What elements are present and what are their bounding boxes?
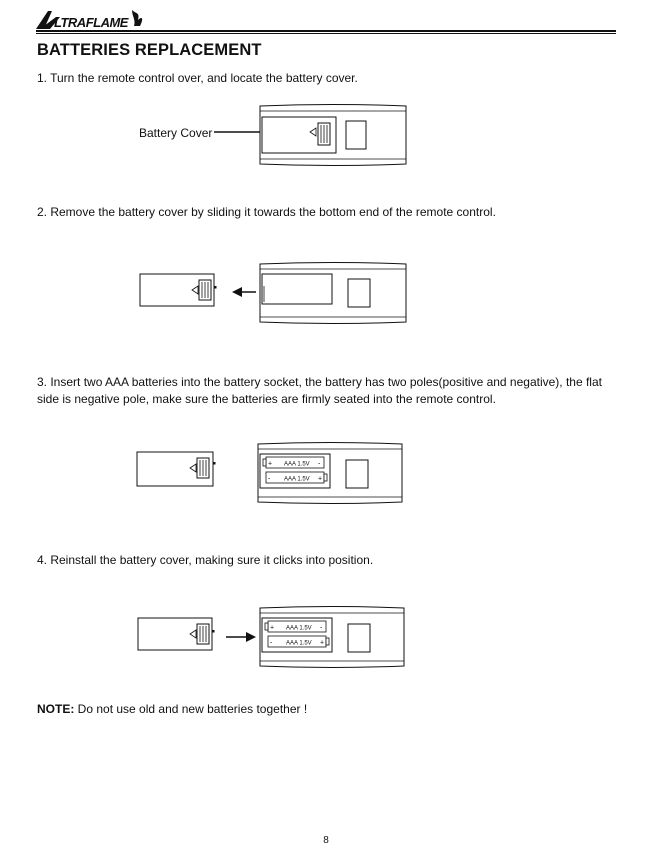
battery-socket xyxy=(261,273,333,305)
detached-battery-cover xyxy=(137,617,213,651)
step-1-text: 1. Turn the remote control over, and loc… xyxy=(37,71,358,85)
battery-bottom-label: AAA 1.5V xyxy=(286,641,312,647)
cover-arrow-icon xyxy=(309,127,317,137)
step-4-text: 4. Reinstall the battery cover, making s… xyxy=(37,553,374,567)
battery-top-plus: + xyxy=(268,461,272,468)
battery-top-minus: - xyxy=(318,461,321,468)
page-title: BATTERIES REPLACEMENT xyxy=(37,41,262,59)
battery-bottom-plus: + xyxy=(318,476,322,483)
remote-window xyxy=(345,459,369,489)
remote-back-illustration xyxy=(214,104,407,166)
battery-bottom-minus: - xyxy=(268,476,271,483)
svg-text:LTRAFLAME: LTRAFLAME xyxy=(54,15,129,30)
battery-top-plus: + xyxy=(270,625,274,632)
remote-window xyxy=(347,623,371,653)
reinstall-cover-illustration: + AAA 1.5V - - AAA 1.5V + xyxy=(137,606,405,668)
battery-cover-callout-label: Battery Cover xyxy=(139,126,213,140)
slide-arrowhead xyxy=(232,287,242,297)
note-text: Do not use old and new batteries togethe… xyxy=(74,702,308,716)
insert-batteries-illustration: + AAA 1.5V - - AAA 1.5V + xyxy=(136,442,403,504)
battery-top-label: AAA 1.5V xyxy=(286,626,312,632)
note-label: NOTE: xyxy=(37,702,75,716)
reinstall-arrowhead xyxy=(246,632,256,642)
battery-bottom-plus: + xyxy=(320,640,324,647)
remote-window xyxy=(347,278,371,308)
header-rule xyxy=(36,30,616,34)
step-2-text: 2. Remove the battery cover by sliding i… xyxy=(37,205,496,219)
page-number: 8 xyxy=(323,835,329,846)
note: NOTE: Do not use old and new batteries t… xyxy=(37,702,307,716)
battery-bottom-minus: - xyxy=(270,640,273,647)
battery-top-minus: - xyxy=(320,625,323,632)
remove-cover-illustration xyxy=(139,262,407,324)
remote-window xyxy=(345,120,367,150)
altraflame-logo: LTRAFLAME xyxy=(36,10,143,30)
battery-top-label: AAA 1.5V xyxy=(284,462,310,468)
step-3-text: 3. Insert two AAA batteries into the bat… xyxy=(37,375,602,406)
battery-bottom-label: AAA 1.5V xyxy=(284,477,310,483)
